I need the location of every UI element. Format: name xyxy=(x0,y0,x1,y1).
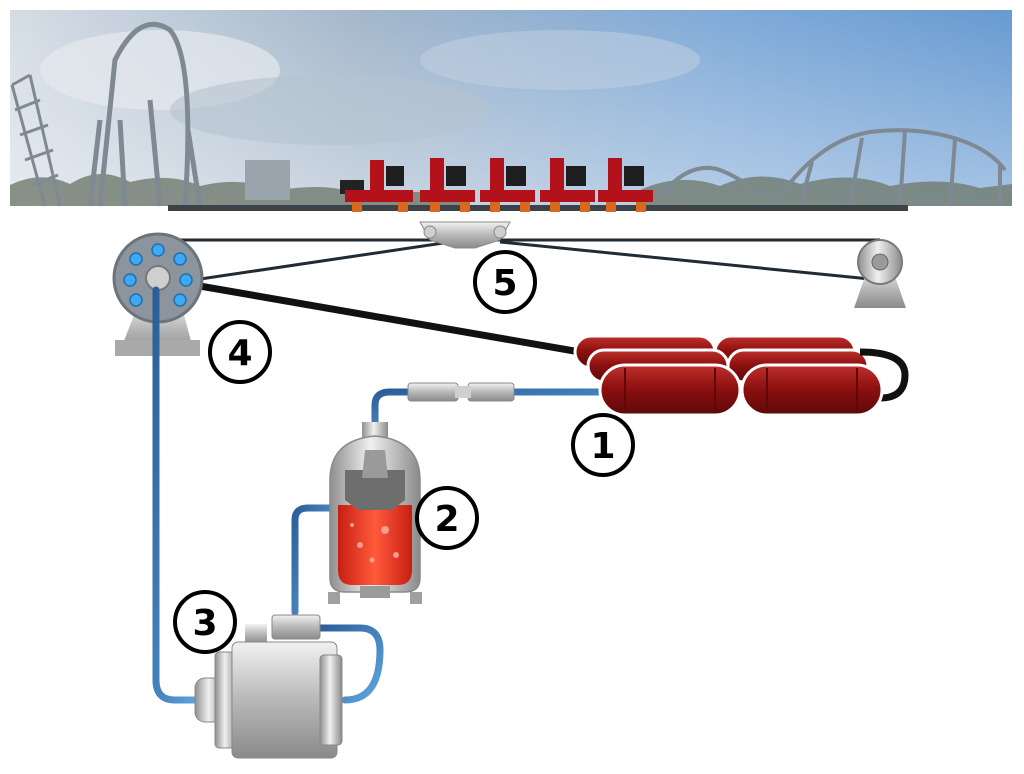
launch-sled xyxy=(419,221,511,249)
train-car xyxy=(345,160,413,212)
return-pulley xyxy=(854,239,906,308)
label-5: 5 xyxy=(473,250,537,314)
label-5-text: 5 xyxy=(492,263,517,304)
lower-cable-right xyxy=(499,240,881,282)
train-car xyxy=(598,158,653,212)
label-4-text: 4 xyxy=(227,333,252,374)
cables xyxy=(159,238,881,287)
train xyxy=(340,158,653,212)
pipe-pump-to-accumulator xyxy=(291,504,334,616)
label-3-text: 3 xyxy=(192,603,217,644)
lower-cable-left xyxy=(159,240,451,287)
park-background xyxy=(10,10,1012,207)
tank-front-left xyxy=(598,363,742,417)
pipe-winch-to-pump xyxy=(152,286,204,704)
label-3: 3 xyxy=(173,590,237,654)
winch-cable-to-tanks xyxy=(164,276,581,356)
train-car xyxy=(480,158,535,212)
tank-bank xyxy=(573,334,909,417)
hydraulic-pump xyxy=(194,614,343,759)
accumulator-fluid xyxy=(338,505,412,585)
pipe-valves xyxy=(407,382,515,402)
hydraulic-pipes xyxy=(152,286,624,704)
accumulator xyxy=(328,422,422,604)
train-car xyxy=(540,158,595,212)
diagram-labels: 1 2 3 4 5 xyxy=(173,250,635,654)
fluid-bubbles xyxy=(350,523,399,563)
drum-bolts xyxy=(123,243,193,307)
label-2: 2 xyxy=(415,486,479,550)
coaster-loop-left xyxy=(87,21,203,207)
lattice-tower xyxy=(10,73,62,207)
tank-front-right xyxy=(740,363,884,417)
pipe-pump-loop xyxy=(316,624,384,704)
label-4: 4 xyxy=(208,320,272,384)
label-1: 1 xyxy=(571,413,635,477)
train-car xyxy=(420,158,475,212)
building xyxy=(245,160,290,200)
label-2-text: 2 xyxy=(434,499,459,540)
train-cars xyxy=(345,158,653,212)
coaster-track-right xyxy=(658,128,1007,207)
launch-track xyxy=(168,205,908,211)
pipe-accumulator-to-tanks xyxy=(371,388,624,432)
label-1-text: 1 xyxy=(590,426,615,467)
